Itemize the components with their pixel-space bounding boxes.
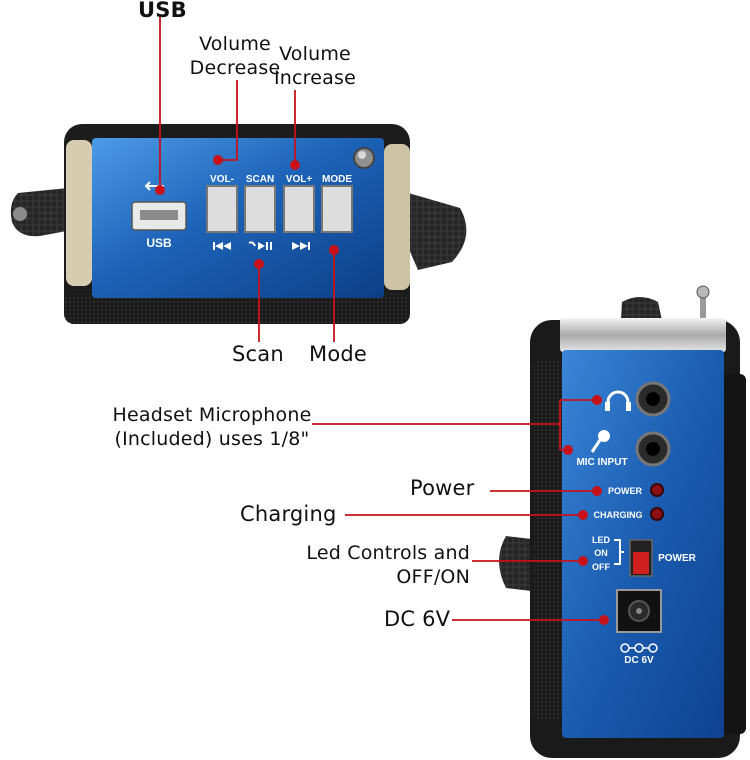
dc-jack [616,589,662,653]
top-view-radio [10,124,467,324]
callout-led-line1: Led Controls and [306,542,470,564]
led-label: LED [592,535,611,545]
leader-dots [155,155,609,625]
charging-led-label: CHARGING [594,510,643,520]
headphones-icon [606,390,630,408]
power-led [650,483,664,497]
callout-headset: Headset Microphone (Included) uses 1/8" [102,403,322,451]
callout-headset-line1: Headset Microphone [112,404,312,426]
callout-volume-decrease: Volume Decrease [180,32,290,80]
callout-volume-decrease-line2: Decrease [189,57,281,79]
vol-minus-label: VOL- [210,174,234,185]
mic-input-label: MIC INPUT [576,457,627,468]
vol-plus-label: VOL+ [286,174,313,185]
usb-port [131,181,187,231]
microphone-icon [590,430,610,453]
callout-mode: Mode [309,342,368,366]
power-led-label: POWER [608,486,643,496]
off-label: OFF [592,562,610,572]
callout-headset-line2: (Included) uses 1/8" [114,428,310,450]
callout-led-line2: OFF/ON [396,566,470,588]
switch-power-label: POWER [658,553,697,564]
strap-left [10,188,72,237]
callout-volume-increase-line2: Increase [273,67,356,89]
leader-lines [159,14,604,621]
top-buttons [206,185,353,233]
side-view-radio [499,285,746,758]
callout-power: Power [410,476,475,500]
previous-track-icon [213,242,231,250]
charging-led [650,507,664,521]
strap-right [405,192,467,270]
next-track-icon [292,242,310,250]
scan-button-label: SCAN [246,174,274,185]
return-play-pause-icon [248,241,272,250]
callout-volume-increase-line1: Volume [279,43,351,65]
on-label: ON [594,548,608,558]
headphone-jack [605,381,671,417]
mic-jack [590,430,671,467]
callout-volume-decrease-line1: Volume [199,33,271,55]
callout-volume-increase: Volume Increase [262,42,368,90]
callout-scan: Scan [232,342,284,366]
dc-jack-label: DC 6V [624,655,654,666]
callout-usb: USB [138,0,187,22]
callout-charging: Charging [240,502,337,526]
strap-side [499,536,540,592]
polarity-icon [620,643,658,653]
mode-button-label: MODE [322,174,352,185]
usb-port-label: USB [146,236,172,250]
callout-dc: DC 6V [384,607,451,631]
callout-led-controls: Led Controls and OFF/ON [290,541,470,589]
power-switch [629,539,653,577]
